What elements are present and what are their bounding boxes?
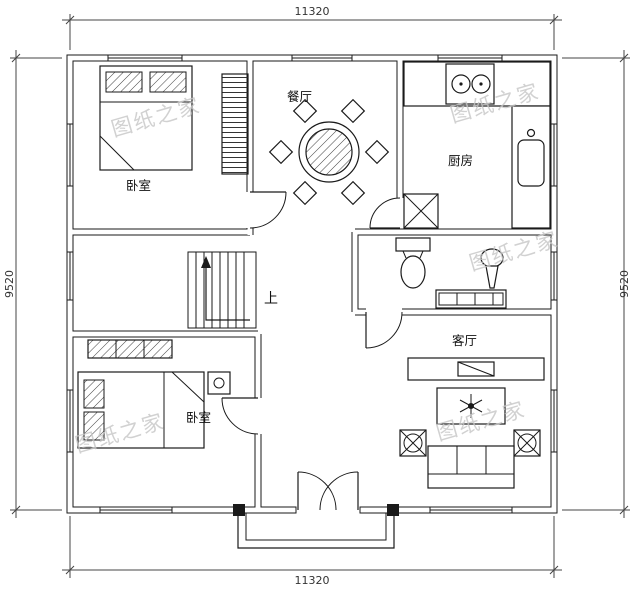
burner-dot <box>479 82 483 86</box>
stairs <box>187 251 257 329</box>
porch-column-left <box>233 504 245 516</box>
window-bedroom-top <box>107 53 183 63</box>
porch-column-right <box>387 504 399 516</box>
window-left-stair <box>65 251 75 301</box>
tv <box>457 361 495 377</box>
window-dining <box>291 53 353 63</box>
toilet-tank <box>395 237 431 252</box>
door-kitchen <box>369 197 401 229</box>
pillow <box>83 379 105 409</box>
door-bedroom-bottom <box>221 397 259 435</box>
window-bedroom-bottom <box>99 505 173 515</box>
windows <box>65 53 559 515</box>
window-left-bedroom-bottom <box>65 389 75 453</box>
dining-chair <box>292 180 318 206</box>
side-table-left <box>399 429 427 457</box>
burner <box>471 74 491 94</box>
door-bathroom <box>365 311 403 349</box>
stairs-up-arrow <box>205 266 250 321</box>
wash-basin-pedestal <box>485 265 499 289</box>
sofa <box>427 445 515 489</box>
furniture-kitchen <box>403 61 551 229</box>
window-right-living <box>549 389 559 453</box>
wall-inner-white <box>67 55 557 513</box>
faucet <box>526 128 536 138</box>
wardrobe <box>221 73 249 175</box>
dimension-annotations: 11320 11320 9520 9520 <box>3 5 631 587</box>
room-label-bedroom-top: 卧室 <box>126 178 151 193</box>
dimension-bottom: 11320 <box>62 516 562 587</box>
kitchen-sink <box>517 139 545 187</box>
doors <box>221 191 403 515</box>
furniture-bedroom-top <box>99 65 249 175</box>
toilet-bowl <box>400 255 426 289</box>
blanket-lines <box>163 371 205 448</box>
pillow <box>105 71 143 93</box>
porch <box>233 504 399 549</box>
window-right-bath <box>549 251 559 301</box>
dining-table-top <box>305 128 353 176</box>
window-right-kitchen <box>549 123 559 187</box>
blanket-lines <box>99 101 192 171</box>
dimension-top: 11320 <box>62 5 562 50</box>
pillow <box>83 411 105 441</box>
dining-chair <box>268 139 294 165</box>
window-living <box>429 505 513 515</box>
room-label-bedroom-bottom: 卧室 <box>186 410 211 425</box>
stove <box>445 63 495 105</box>
pillow <box>149 71 187 93</box>
dimension-top-value: 11320 <box>295 5 330 18</box>
dimension-left: 9520 <box>3 50 62 518</box>
stairs-arrowhead <box>201 256 211 268</box>
window-left-bedroom-top <box>65 123 75 187</box>
dining-chair <box>292 98 318 124</box>
burner <box>451 74 471 94</box>
coffee-table <box>436 387 506 425</box>
window-kitchen-top <box>437 53 503 63</box>
burner-dot <box>459 82 463 86</box>
dimension-right-value: 9520 <box>618 270 631 298</box>
dining-chair <box>340 180 366 206</box>
room-label-dining: 餐厅 <box>287 89 312 104</box>
walls <box>66 54 558 514</box>
bedside-table <box>207 371 231 395</box>
storage-bench <box>435 289 507 309</box>
dining-chair <box>364 139 390 165</box>
plant-leaves <box>459 394 483 418</box>
dining-chair <box>340 98 366 124</box>
dimension-left-value: 9520 <box>3 270 16 298</box>
side-table-right <box>513 429 541 457</box>
furniture-dining <box>268 98 390 206</box>
dimension-right: 9520 <box>562 50 631 518</box>
furniture-living <box>399 357 545 489</box>
furniture-bedroom-bottom <box>77 339 231 449</box>
entry-double-door <box>295 471 361 515</box>
wardrobe <box>87 339 173 359</box>
dimension-bottom-value: 11320 <box>295 574 330 587</box>
flue-shaft-cross <box>403 193 439 229</box>
room-labels: 餐厅 厨房 卧室 卧室 客厅 上 <box>126 89 477 425</box>
stairs-up-label: 上 <box>264 291 278 307</box>
door-bedroom-top <box>249 191 287 229</box>
room-label-living: 客厅 <box>452 333 477 348</box>
room-label-kitchen: 厨房 <box>448 153 473 168</box>
furniture-bathroom <box>395 237 507 309</box>
